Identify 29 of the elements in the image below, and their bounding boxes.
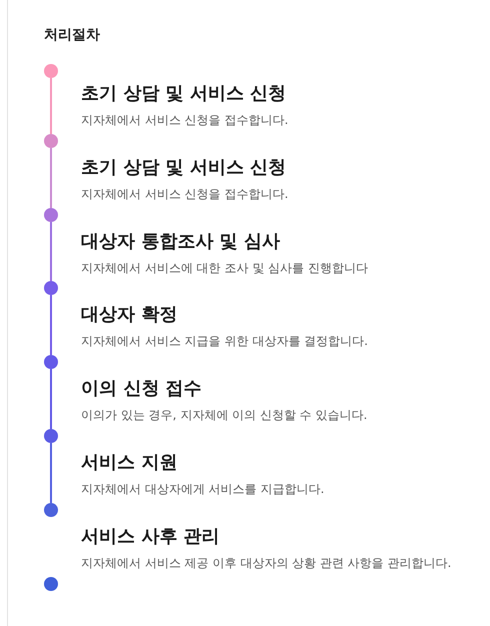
- step-heading: 서비스 지원: [81, 451, 178, 474]
- timeline-line: [50, 295, 52, 355]
- step-heading: 대상자 확정: [81, 303, 178, 326]
- section-title: 처리절차: [44, 26, 100, 44]
- timeline-line: [50, 443, 52, 503]
- timeline-line: [50, 222, 52, 281]
- timeline-dot: [44, 503, 58, 517]
- timeline-dot: [44, 64, 58, 78]
- step-description: 지자체에서 서비스 신청을 접수합니다.: [81, 186, 288, 203]
- timeline-line: [50, 148, 52, 208]
- timeline-line: [50, 78, 52, 134]
- step-description: 지자체에서 서비스 제공 이후 대상자의 상황 관련 사항을 관리합니다.: [81, 554, 452, 572]
- step-description: 지자체에서 서비스 신청을 접수합니다.: [81, 112, 288, 129]
- timeline-dot: [44, 429, 58, 443]
- step-heading: 이의 신청 접수: [81, 377, 202, 400]
- timeline-dot: [44, 134, 58, 148]
- step-description: 이의가 있는 경우, 지자체에 이의 신청할 수 있습니다.: [81, 407, 368, 424]
- timeline-dot: [44, 281, 58, 295]
- step-heading: 대상자 통합조사 및 심사: [81, 230, 280, 253]
- timeline-dot: [44, 208, 58, 222]
- step-heading: 서비스 사후 관리: [81, 524, 220, 548]
- step-description: 지자체에서 대상자에게 서비스를 지급합니다.: [81, 481, 324, 498]
- step-heading: 초기 상담 및 서비스 신청: [81, 156, 286, 179]
- timeline-dot: [44, 355, 58, 369]
- step-description: 지자체에서 서비스에 대한 조사 및 심사를 진행합니다: [81, 260, 368, 277]
- step-heading: 초기 상담 및 서비스 신청: [81, 82, 286, 105]
- step-description: 지자체에서 서비스 지급을 위한 대상자를 결정합니다.: [81, 333, 368, 350]
- timeline-line: [50, 369, 52, 429]
- timeline-dot: [44, 577, 58, 591]
